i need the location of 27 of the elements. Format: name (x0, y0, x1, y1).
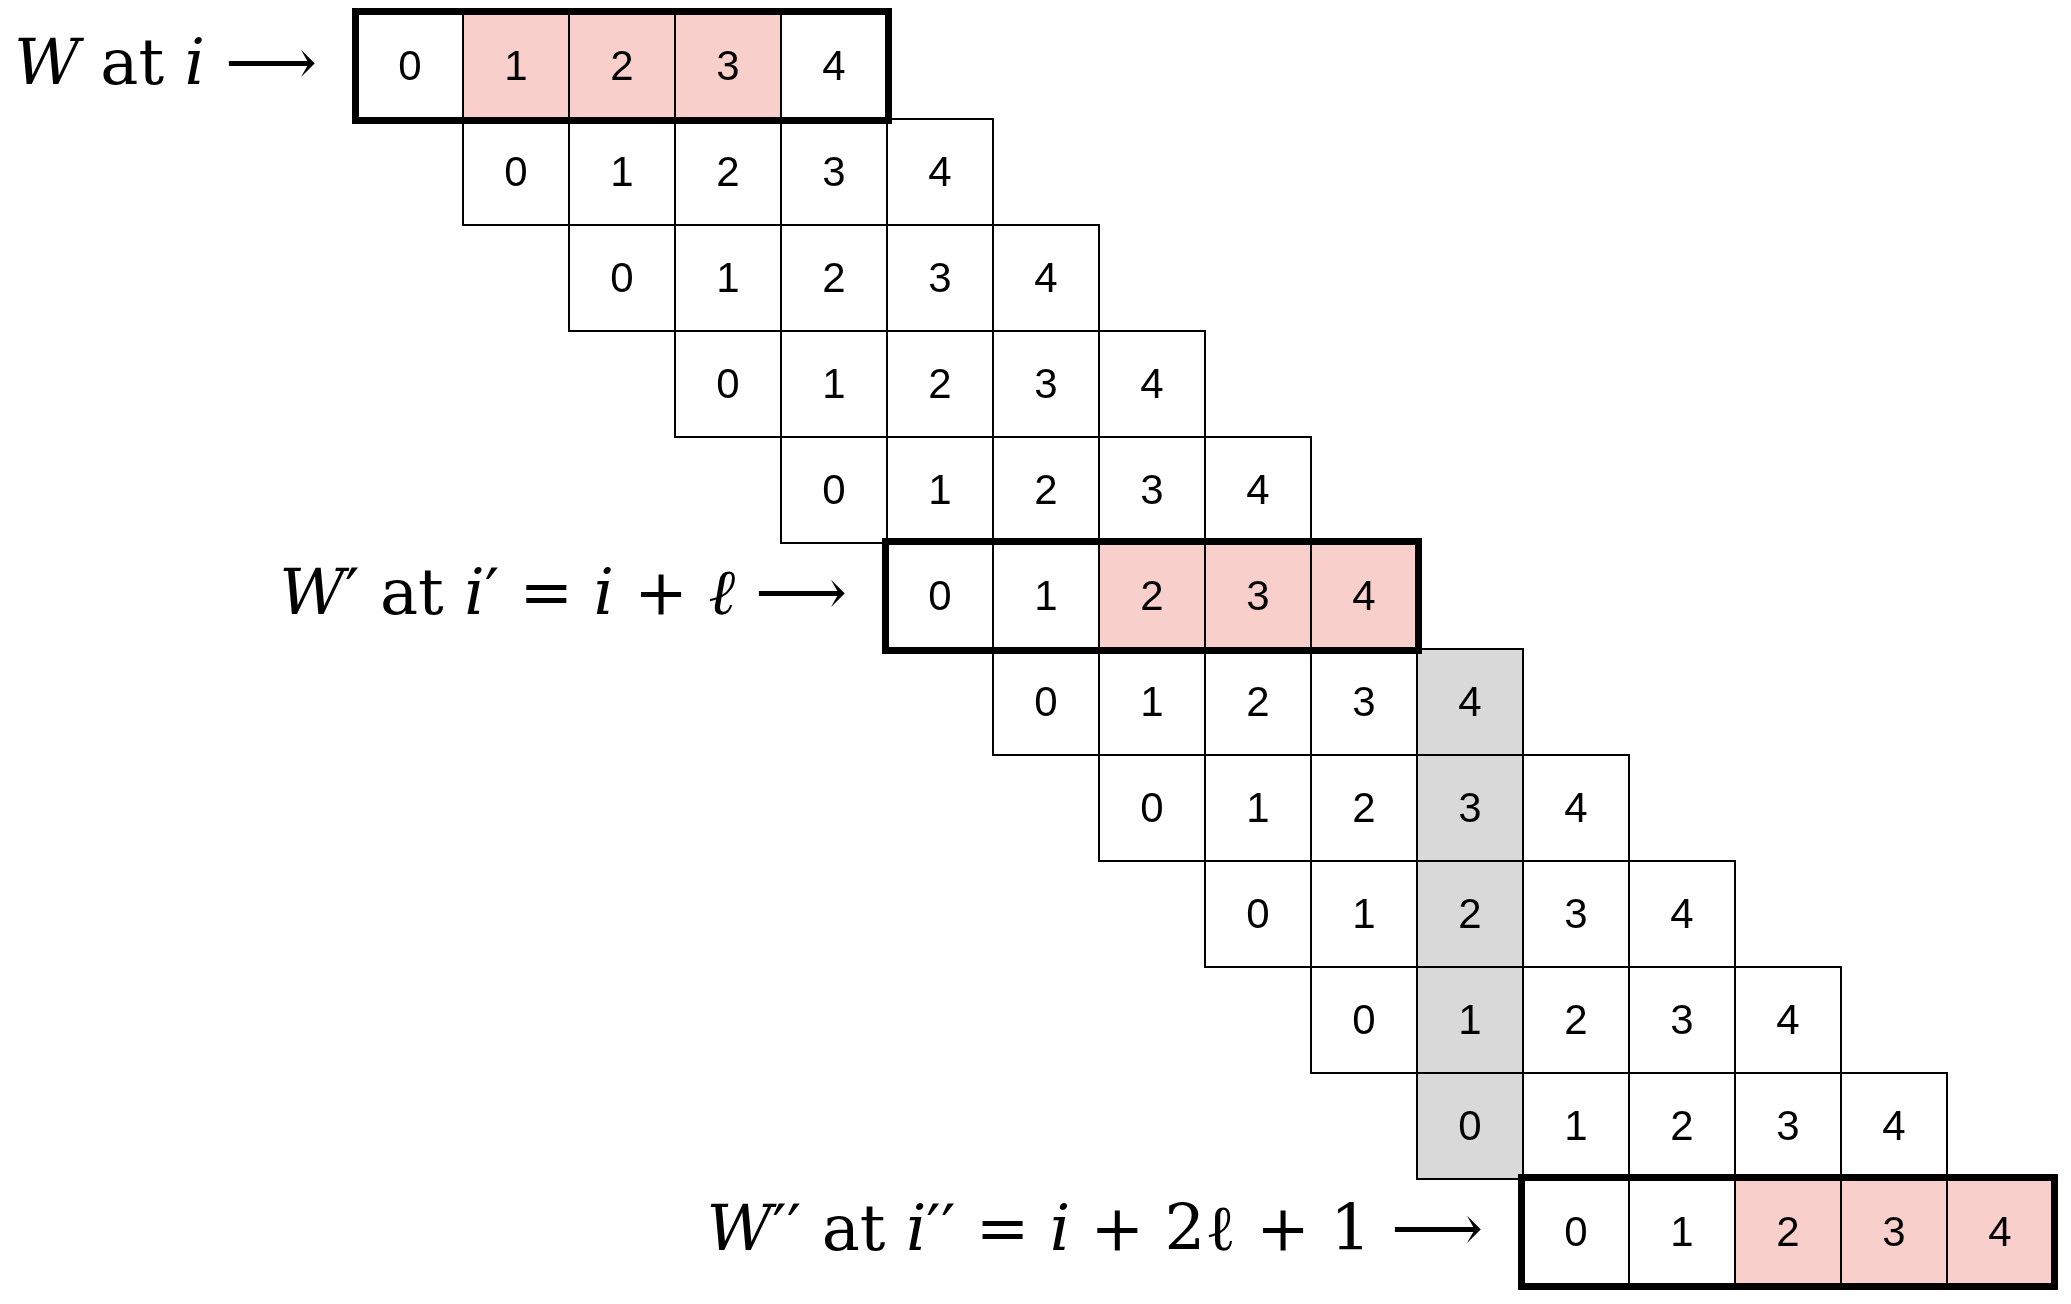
grid-cell: 4 (1628, 860, 1736, 968)
grid-cell: 2 (1098, 542, 1206, 650)
grid-cell: 3 (1840, 1178, 1948, 1286)
grid-cell: 0 (1098, 754, 1206, 862)
grid-cell: 0 (674, 330, 782, 438)
grid-cell: 0 (1310, 966, 1418, 1074)
grid-cell: 4 (1946, 1178, 2054, 1286)
grid-cell: 0 (1416, 1072, 1524, 1180)
grid-cell: 4 (1522, 754, 1630, 862)
grid-cell: 4 (1416, 648, 1524, 756)
row-label: W′′ at i′′ = i + 2ℓ + 1 ⟶ (706, 1190, 1483, 1267)
grid-cell: 4 (1098, 330, 1206, 438)
grid-cell: 1 (1416, 966, 1524, 1074)
row-label: W′ at i′ = i + ℓ ⟶ (279, 554, 847, 631)
grid-cell: 3 (674, 12, 782, 120)
grid-cell: 0 (568, 224, 676, 332)
grid-cell: 2 (568, 12, 676, 120)
grid-cell: 0 (1204, 860, 1312, 968)
grid-cell: 2 (1734, 1178, 1842, 1286)
grid-cell: 4 (992, 224, 1100, 332)
grid-cell: 3 (1416, 754, 1524, 862)
row-label: W at i ⟶ (14, 24, 317, 101)
grid-cell: 3 (1204, 542, 1312, 650)
grid-cell: 4 (1310, 542, 1418, 650)
grid-cell: 1 (462, 12, 570, 120)
grid-cell: 2 (1416, 860, 1524, 968)
grid-cell: 4 (1734, 966, 1842, 1074)
